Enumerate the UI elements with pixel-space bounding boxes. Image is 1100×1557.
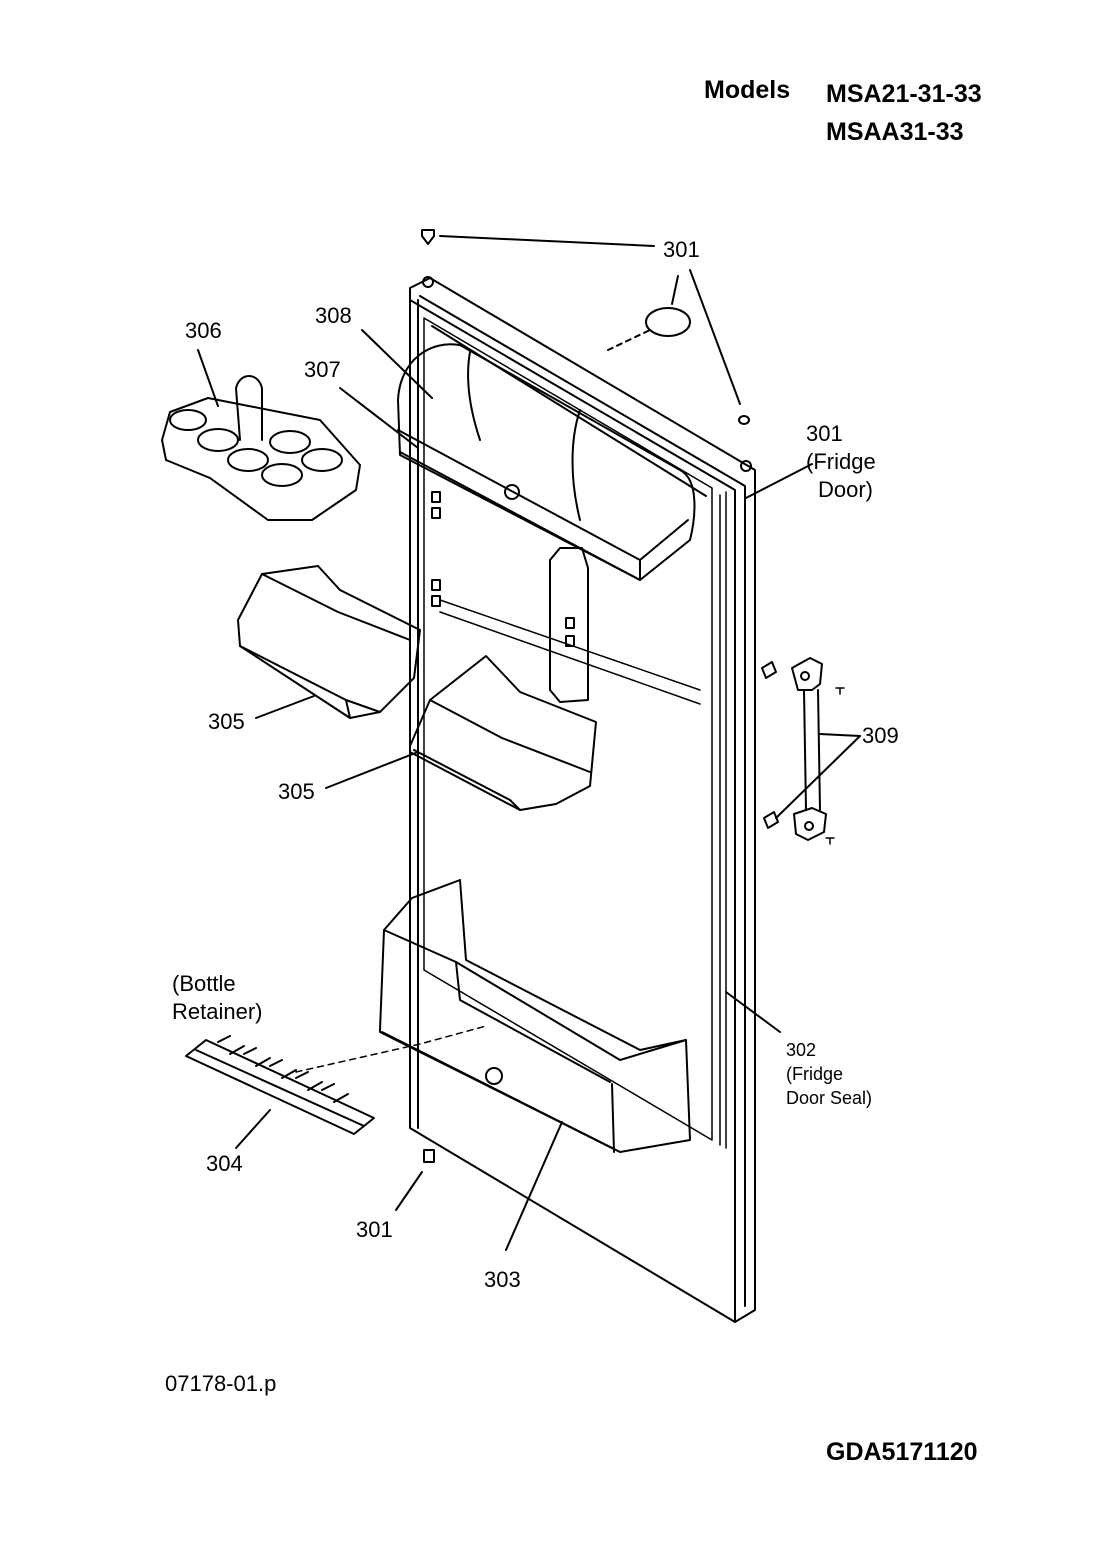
door-seal bbox=[720, 492, 726, 1148]
callout-306: 306 bbox=[185, 318, 222, 343]
callout-303: 303 bbox=[484, 1267, 521, 1292]
door-handle bbox=[792, 658, 826, 840]
hinge-hole-plug bbox=[739, 416, 749, 424]
door-liner-details bbox=[432, 492, 700, 704]
bottom-hinge-screw bbox=[424, 1150, 434, 1162]
callout-305-lower: 305 bbox=[278, 779, 315, 804]
egg-tray bbox=[162, 376, 360, 520]
upper-door-bin bbox=[238, 566, 420, 718]
callout-301-door-number: 301 bbox=[806, 421, 843, 446]
fridge-door-frame bbox=[410, 277, 755, 1322]
callout-301-door-text-1: (Fridge bbox=[806, 449, 876, 474]
callout-308: 308 bbox=[315, 303, 352, 328]
hinge-cover-cap bbox=[646, 308, 690, 336]
models-label: Models bbox=[704, 76, 791, 104]
model-number-line-1: MSA21-31-33 bbox=[826, 80, 982, 108]
drawing-code: GDA5171120 bbox=[826, 1438, 978, 1466]
callout-307: 307 bbox=[304, 357, 341, 382]
callout-302-number: 302 bbox=[786, 1040, 817, 1060]
dairy-compartment bbox=[398, 344, 694, 580]
callout-301-door-text-2: Door) bbox=[818, 477, 874, 502]
callout-302-text-2: Door Seal) bbox=[786, 1088, 873, 1108]
top-hinge-screw bbox=[422, 230, 434, 244]
model-number-line-2: MSAA31-33 bbox=[826, 118, 964, 146]
callout-301-screw: 301 bbox=[663, 237, 700, 262]
large-bottle-bin bbox=[380, 880, 690, 1152]
callout-305-upper: 305 bbox=[208, 709, 245, 734]
bottle-retainer-guide-line bbox=[296, 1026, 486, 1072]
leader-lines bbox=[198, 236, 860, 1250]
callout-304-text-2: Retainer) bbox=[172, 999, 263, 1024]
callout-302-text-1: (Fridge bbox=[786, 1064, 844, 1084]
callout-304: 304 bbox=[206, 1151, 243, 1176]
lower-door-bin bbox=[410, 656, 596, 810]
file-reference: 07178-01.p bbox=[165, 1371, 277, 1396]
bottle-retainer bbox=[186, 1036, 374, 1134]
callout-309: 309 bbox=[862, 723, 899, 748]
handle-screws bbox=[762, 662, 844, 844]
callout-301-bottom: 301 bbox=[356, 1217, 393, 1242]
callout-304-text-1: (Bottle bbox=[172, 971, 236, 996]
